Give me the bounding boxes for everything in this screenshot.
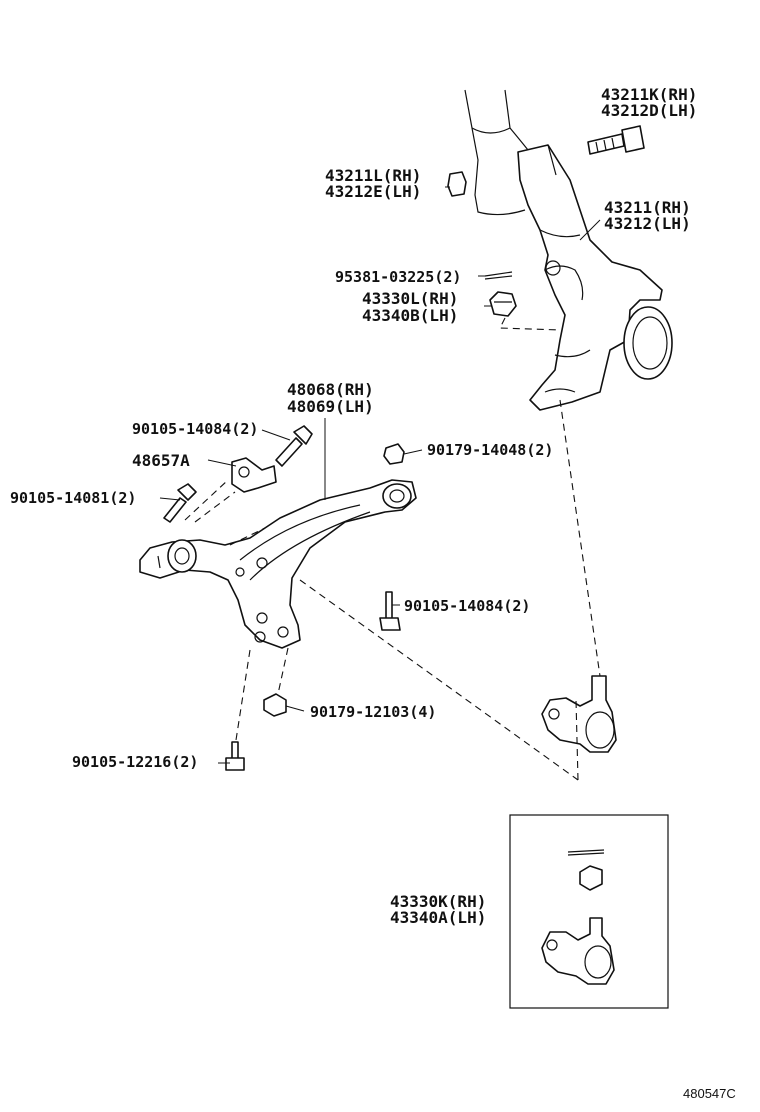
label-knuckle-lh: 43212(LH) [604,214,691,233]
ball-joint-kit[interactable] [509,814,669,1009]
rear-bolt[interactable] [379,591,401,631]
label-bolt-knuckle-lh: 43212D(LH) [601,101,697,120]
label-bottom-bolt: 90105-12216(2) [72,753,198,771]
label-ball-joint-kit-lh: 43340A(LH) [390,908,486,927]
strut-outline [464,89,529,216]
castle-nut[interactable] [489,291,517,317]
steering-knuckle[interactable] [517,144,673,411]
label-nut-knuckle-rh: 43211L(RH) [325,166,421,185]
label-lower-arm-lh: 48069(LH) [287,397,374,416]
assembly-lines [184,317,601,781]
label-ball-joint-kit-rh: 43330K(RH) [390,892,486,911]
label-bolt-bracket-lower: 90105-14081(2) [10,489,136,507]
bracket-bolt-upper[interactable] [275,425,313,467]
label-bolt-knuckle-rh: 43211K(RH) [601,85,697,104]
front-nut[interactable] [383,443,405,465]
knuckle-bolt[interactable] [587,125,645,155]
label-castle-nut-lh: 43340B(LH) [362,306,458,325]
leader-lines [159,186,601,764]
label-bracket: 48657A [132,451,190,470]
rear-nut[interactable] [263,693,287,717]
label-bolt-bracket-upper: 90105-14084(2) [132,420,258,438]
bracket-bolt-lower[interactable] [163,483,197,523]
label-lower-arm-rh: 48068(RH) [287,380,374,399]
knuckle-nut[interactable] [447,171,467,197]
bracket[interactable] [231,457,277,493]
cotter-pin[interactable] [484,271,513,280]
label-rear-nut: 90179-12103(4) [310,703,436,721]
lower-control-arm[interactable] [139,479,417,649]
label-knuckle-rh: 43211(RH) [604,198,691,217]
reference-code: 480547C [683,1086,736,1101]
label-castle-nut-rh: 43330L(RH) [362,289,458,308]
label-cotter-pin: 95381-03225(2) [335,268,461,286]
label-nut-knuckle-lh: 43212E(LH) [325,182,421,201]
ball-joint[interactable] [541,675,617,753]
bottom-bolt[interactable] [225,741,245,771]
label-rear-bolt: 90105-14084(2) [404,597,530,615]
label-front-nut: 90179-14048(2) [427,441,553,459]
